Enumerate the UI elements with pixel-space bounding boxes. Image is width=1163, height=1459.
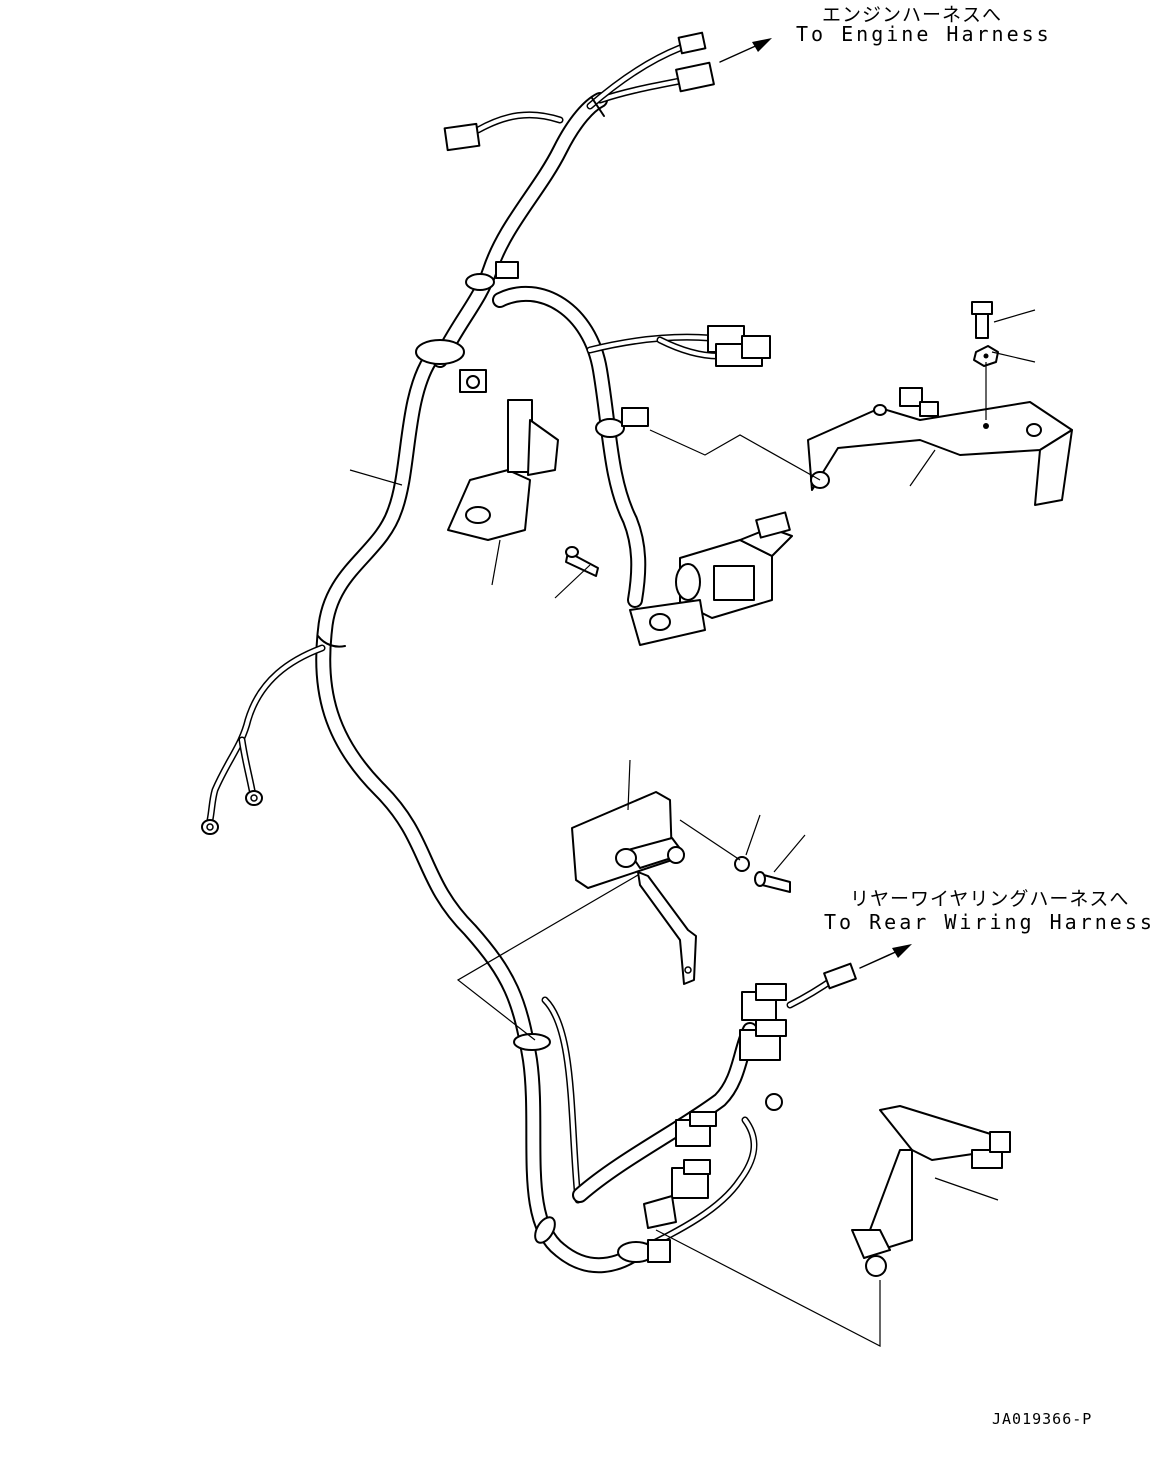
lower-right-bracket bbox=[851, 1105, 1011, 1277]
rear-harness-label-jp: リヤーワイヤリングハーネスへ bbox=[850, 888, 1130, 910]
harness-clamps bbox=[415, 261, 671, 1263]
top-bolt-nut bbox=[971, 301, 999, 367]
engine-harness-label-en: To Engine Harness bbox=[796, 22, 1052, 46]
rear-harness-connectors bbox=[643, 962, 857, 1229]
drawing-code: JA019366-P bbox=[992, 1410, 1093, 1428]
leader-lines bbox=[349, 309, 1036, 1347]
middle-plate bbox=[571, 791, 697, 985]
switch-assembly bbox=[629, 511, 793, 646]
arrows bbox=[719, 38, 912, 969]
ring-terminal-branch bbox=[201, 635, 346, 835]
rear-harness-label-en: To Rear Wiring Harness bbox=[824, 910, 1155, 934]
washer-bolt bbox=[734, 856, 791, 893]
engine-harness-label-jp: エンジンハーネスへ bbox=[822, 4, 1003, 26]
upper-connectors bbox=[586, 325, 771, 367]
main-harness-trunk bbox=[315, 92, 758, 1274]
upper-right-bracket bbox=[807, 387, 1073, 506]
switch-bolt bbox=[565, 546, 599, 577]
left-bracket bbox=[447, 399, 559, 541]
engine-harness-connectors bbox=[443, 31, 715, 152]
